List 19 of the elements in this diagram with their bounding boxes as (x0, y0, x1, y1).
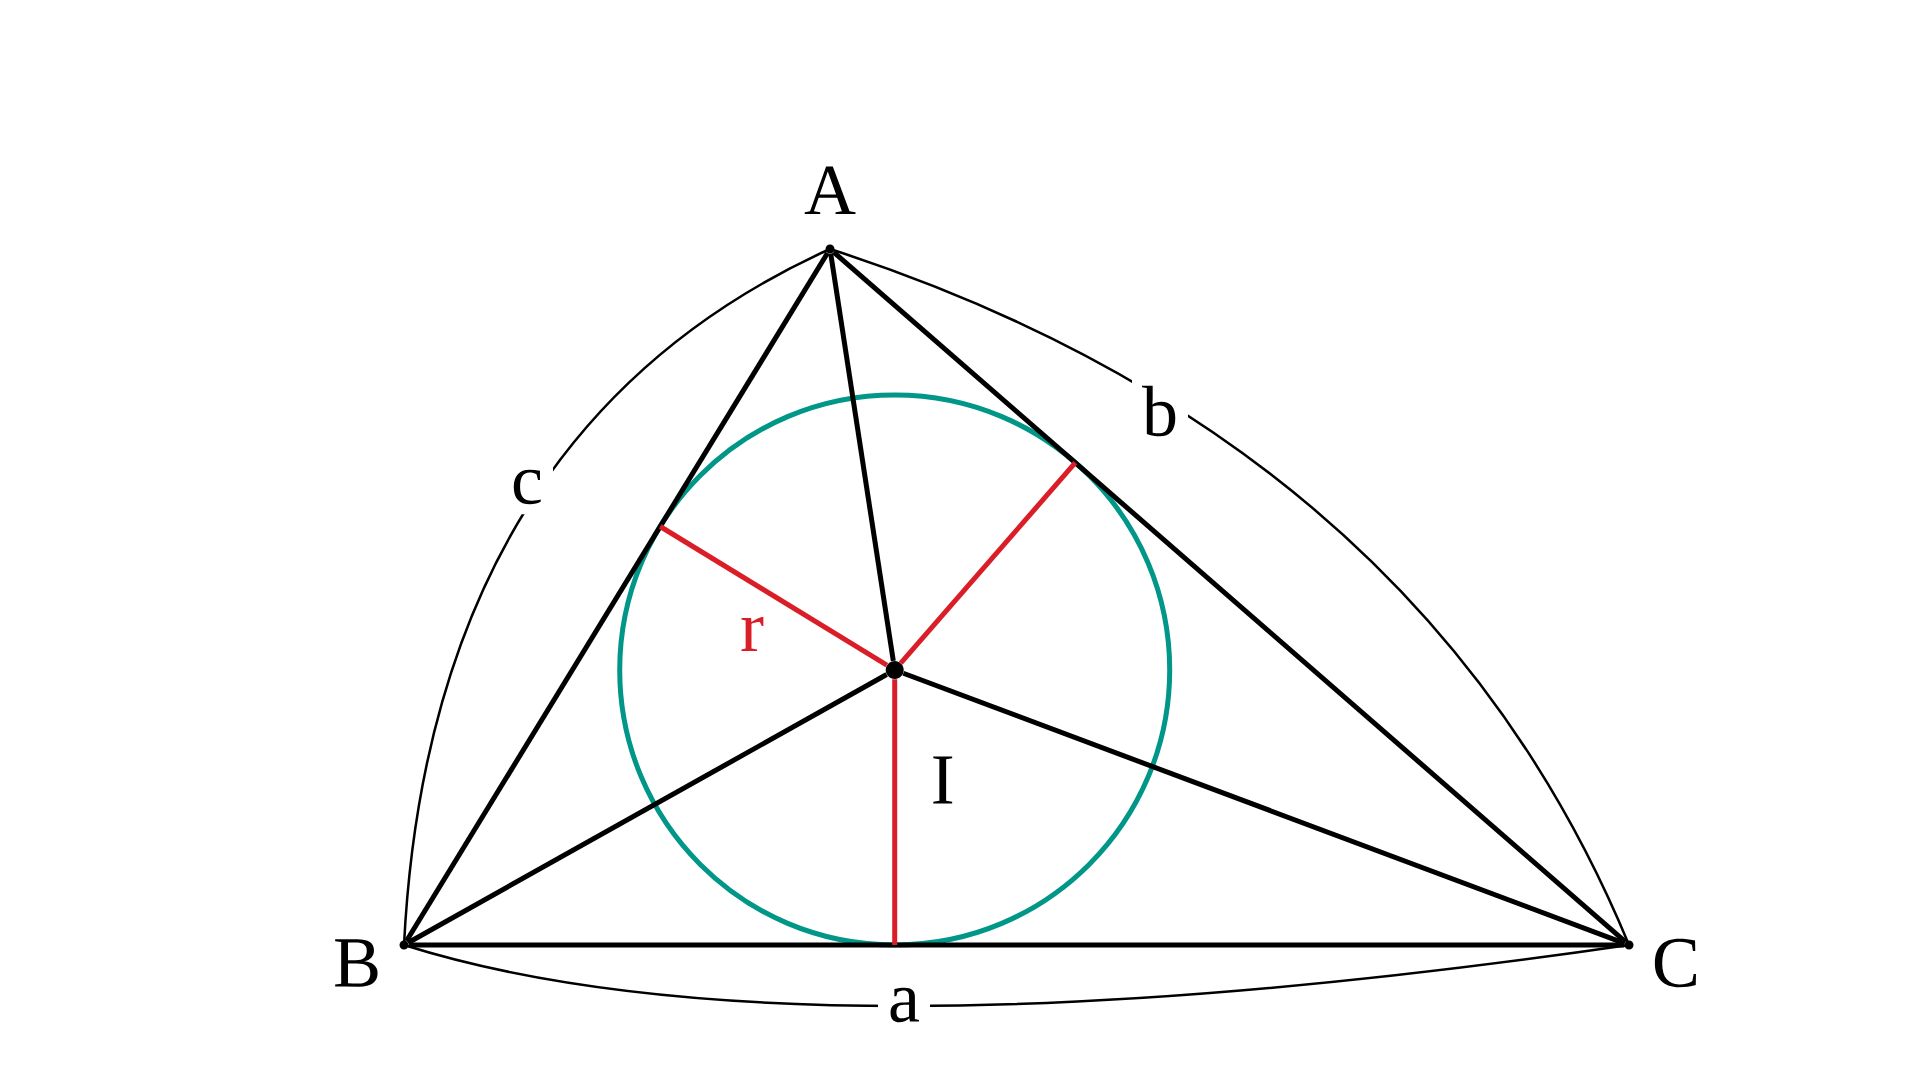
vertex-point (825, 244, 835, 254)
triangle-line (408, 942, 1625, 948)
radius-line (658, 524, 889, 668)
radius-label: r (741, 617, 764, 651)
side-label: c (501, 459, 553, 515)
side-label: b (1132, 375, 1188, 447)
vertex-point (1624, 940, 1634, 950)
triangle-line (902, 670, 1626, 946)
vertex-label: C (1654, 938, 1696, 988)
triangle-line (828, 253, 896, 662)
side-label: a (878, 977, 930, 1033)
vertex-label: B (335, 939, 378, 987)
triangle-line (406, 672, 888, 945)
point-label: I (933, 756, 953, 804)
center-point (885, 661, 904, 679)
vertex-point (399, 940, 409, 950)
radius-line (898, 461, 1078, 665)
radius-line (892, 679, 898, 945)
vertex-label: A (804, 166, 856, 215)
